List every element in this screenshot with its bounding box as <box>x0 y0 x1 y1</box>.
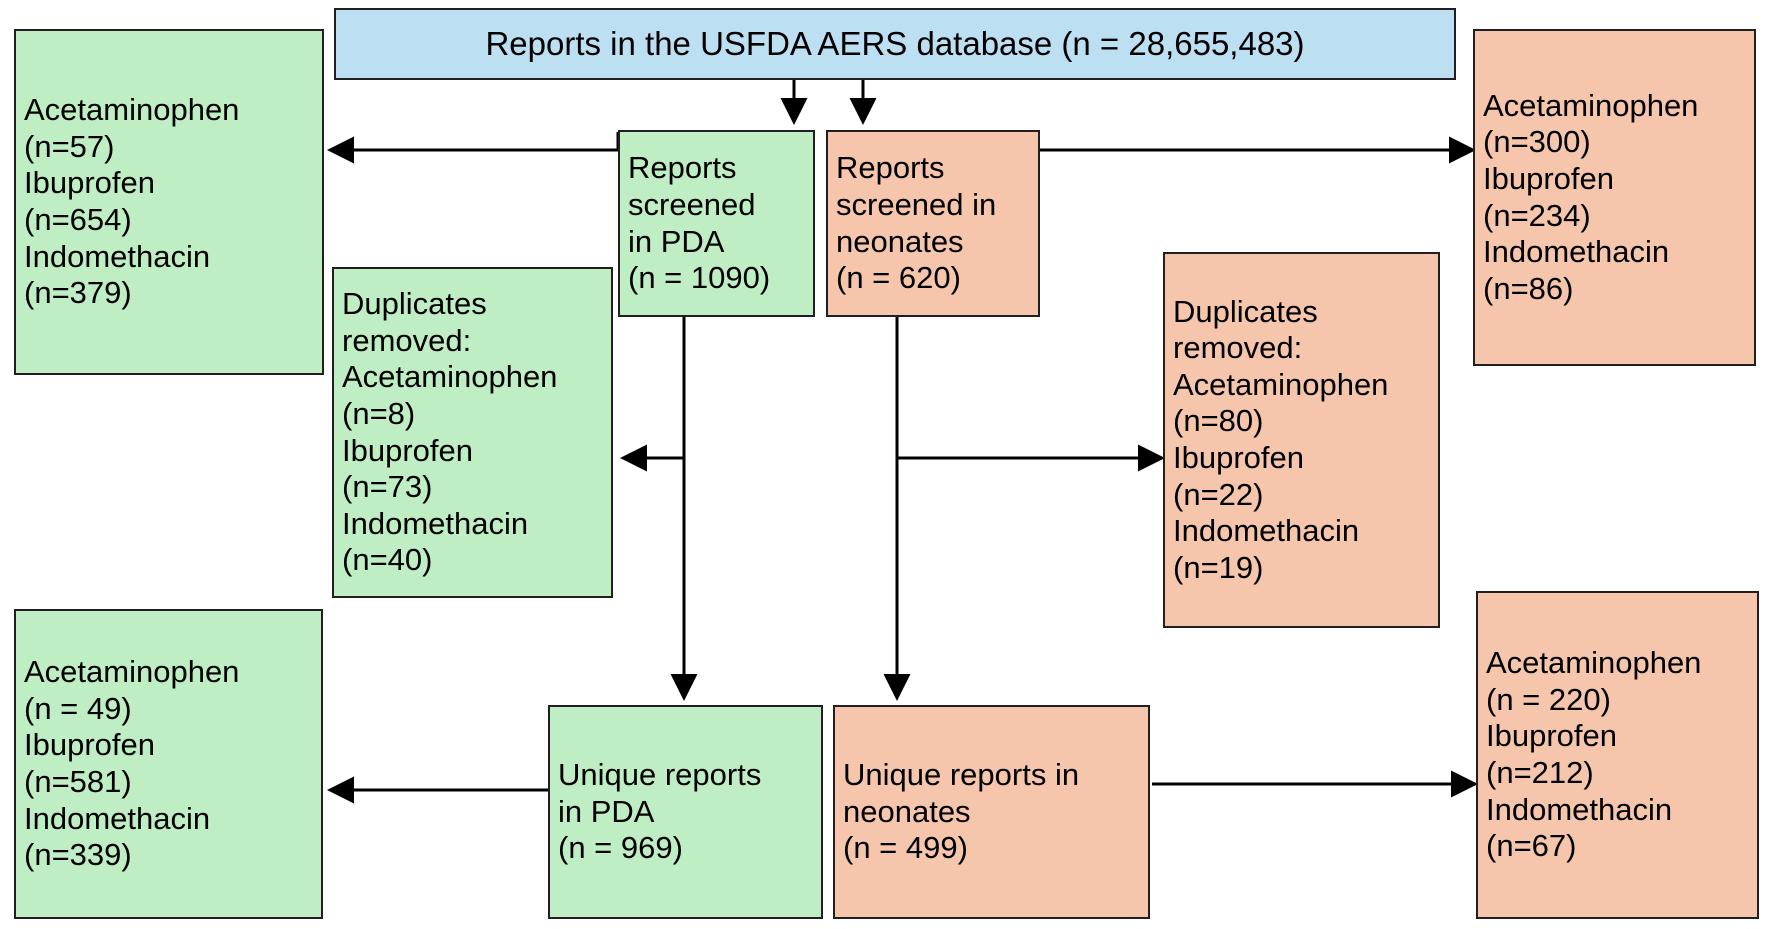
count-line: Ibuprofen <box>1483 160 1614 196</box>
count-line: Indomethacin <box>24 800 211 836</box>
dup-line: (n=22) <box>1173 476 1264 512</box>
node-line: Unique reports <box>558 757 762 793</box>
node-line: neonates <box>836 223 964 259</box>
count-line: Acetaminophen <box>1486 645 1702 681</box>
node-line: (n = 499) <box>843 830 968 866</box>
arrow-pda-to-left-counts <box>327 132 620 164</box>
dup-line: Duplicates <box>342 286 487 322</box>
count-line: (n=581) <box>24 764 132 799</box>
node-line: neonates <box>843 793 971 829</box>
node-line: screened <box>628 186 756 222</box>
node-unique-pda-drug-counts: Acetaminophen (n = 49) Ibuprofen (n=581)… <box>14 609 323 919</box>
dup-line: Duplicates <box>1173 293 1318 329</box>
dup-line: (n=40) <box>342 542 433 578</box>
node-unique-reports-in-pda: Unique reports in PDA (n = 969) <box>548 705 823 919</box>
count-line: (n = 220) <box>1486 681 1611 717</box>
node-line: (n = 620) <box>836 260 961 296</box>
count-line: (n=234) <box>1483 197 1591 233</box>
dup-line: Ibuprofen <box>342 432 473 468</box>
count-line: (n=300) <box>1483 124 1591 160</box>
dup-line: (n=19) <box>1173 549 1264 585</box>
count-line: (n=339) <box>24 837 132 873</box>
dup-line: Acetaminophen <box>1173 366 1389 402</box>
node-reports-screened-in-pda: Reports screened in PDA (n = 1090) <box>618 130 815 317</box>
node-unique-reports-in-neonates: Unique reports in neonates (n = 499) <box>833 705 1150 919</box>
dup-line: removed: <box>342 322 472 358</box>
count-line: Acetaminophen <box>1483 87 1699 123</box>
dup-line: Ibuprofen <box>1173 440 1304 475</box>
node-line: in PDA <box>628 223 725 259</box>
count-line: (n=67) <box>1486 828 1577 864</box>
count-line: (n=212) <box>1486 755 1594 790</box>
dup-line: (n=73) <box>342 469 433 505</box>
dup-line: Indomethacin <box>342 505 529 541</box>
count-line: Ibuprofen <box>1486 718 1617 754</box>
source-line-0: Reports in the USFDA AERS database (n = … <box>485 24 1305 62</box>
node-line: in PDA <box>558 793 655 829</box>
node-line: Unique reports in <box>843 757 1080 793</box>
node-line: (n = 1090) <box>628 260 771 296</box>
node-duplicates-removed-pda: Duplicates removed: Acetaminophen (n=8) … <box>332 267 613 598</box>
count-line: (n=86) <box>1483 270 1574 306</box>
node-reports-screened-in-neonates: Reports screened in neonates (n = 620) <box>826 130 1040 317</box>
count-line: Indomethacin <box>24 238 211 274</box>
node-pda-screened-drug-counts: Acetaminophen (n=57) Ibuprofen (n=654) I… <box>14 29 324 375</box>
node-line: Reports <box>836 150 945 186</box>
node-line: Reports <box>628 150 737 186</box>
dup-line: (n=8) <box>342 395 416 431</box>
count-line: Acetaminophen <box>24 654 240 690</box>
count-line: (n=654) <box>24 202 132 237</box>
dup-line: (n=80) <box>1173 403 1264 439</box>
node-line: screened in <box>836 186 997 222</box>
node-line: (n = 969) <box>558 830 683 866</box>
count-line: Ibuprofen <box>24 727 155 763</box>
dup-line: removed: <box>1173 330 1303 366</box>
dup-line: Acetaminophen <box>342 359 558 395</box>
node-neonates-screened-drug-counts: Acetaminophen (n=300) Ibuprofen (n=234) … <box>1473 29 1756 366</box>
count-line: (n = 49) <box>24 690 132 726</box>
count-line: Indomethacin <box>1483 234 1670 270</box>
count-line: Acetaminophen <box>24 92 240 128</box>
node-unique-neonates-drug-counts: Acetaminophen (n = 220) Ibuprofen (n=212… <box>1476 591 1759 919</box>
count-line: (n=379) <box>24 275 132 311</box>
count-line: Ibuprofen <box>24 165 155 201</box>
node-duplicates-removed-neonates: Duplicates removed: Acetaminophen (n=80)… <box>1163 252 1440 628</box>
node-source-database: Reports in the USFDA AERS database (n = … <box>334 8 1456 80</box>
count-line: (n=57) <box>24 128 115 164</box>
count-line: Indomethacin <box>1486 791 1673 827</box>
dup-line: Indomethacin <box>1173 513 1360 549</box>
